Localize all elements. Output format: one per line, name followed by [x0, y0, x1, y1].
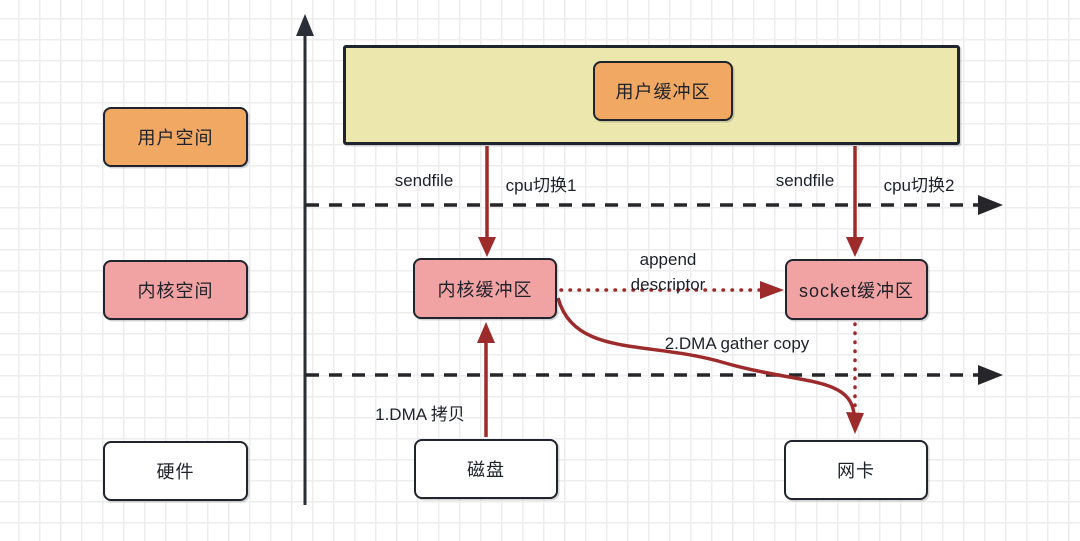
label-cpu-switch-1: cpu切换1 — [505, 176, 577, 195]
user-kernel-boundary-dashed-line — [306, 195, 1003, 215]
node-kernel-buffer-text: 内核缓冲区 — [437, 279, 533, 300]
row-label-hardware: 硬件 — [103, 441, 248, 501]
node-kernel-buffer: 内核缓冲区 — [413, 258, 557, 319]
node-nic: 网卡 — [784, 440, 928, 500]
row-label-user-space-text: 用户空间 — [137, 128, 214, 148]
row-label-user-space: 用户空间 — [103, 107, 248, 167]
node-nic-text: 网卡 — [837, 461, 875, 481]
node-disk: 磁盘 — [414, 439, 558, 499]
label-dma-gather-copy: 2.DMA gather copy — [664, 334, 810, 353]
node-user-buffer-text: 用户缓冲区 — [615, 82, 711, 102]
axis-arrow — [296, 14, 314, 505]
kernel-hardware-boundary-dashed-line — [306, 365, 1003, 385]
sendfile-arrow-left — [478, 146, 496, 257]
label-dma-copy: 1.DMA 拷贝 — [375, 405, 465, 424]
label-append-descriptor: append descriptor — [631, 248, 706, 297]
dma-copy-arrow — [477, 322, 495, 437]
node-socket-buffer: socket缓冲区 — [785, 259, 928, 320]
node-socket-buffer-text: socket缓冲区 — [798, 280, 915, 301]
label-cpu-switch-2: cpu切换2 — [883, 176, 955, 195]
node-user-buffer: 用户缓冲区 — [593, 61, 733, 121]
sendfile-arrow-right — [846, 146, 864, 257]
label-append-descriptor-line1: append — [639, 250, 697, 269]
row-label-kernel-space-text: 内核空间 — [137, 281, 214, 301]
node-disk-text: 磁盘 — [467, 460, 505, 480]
label-sendfile-right: sendfile — [775, 171, 835, 190]
row-label-kernel-space: 内核空间 — [103, 260, 248, 320]
label-append-descriptor-line2: descriptor — [630, 274, 706, 294]
row-label-hardware-text: 硬件 — [156, 462, 195, 482]
label-sendfile-left: sendfile — [394, 171, 454, 190]
